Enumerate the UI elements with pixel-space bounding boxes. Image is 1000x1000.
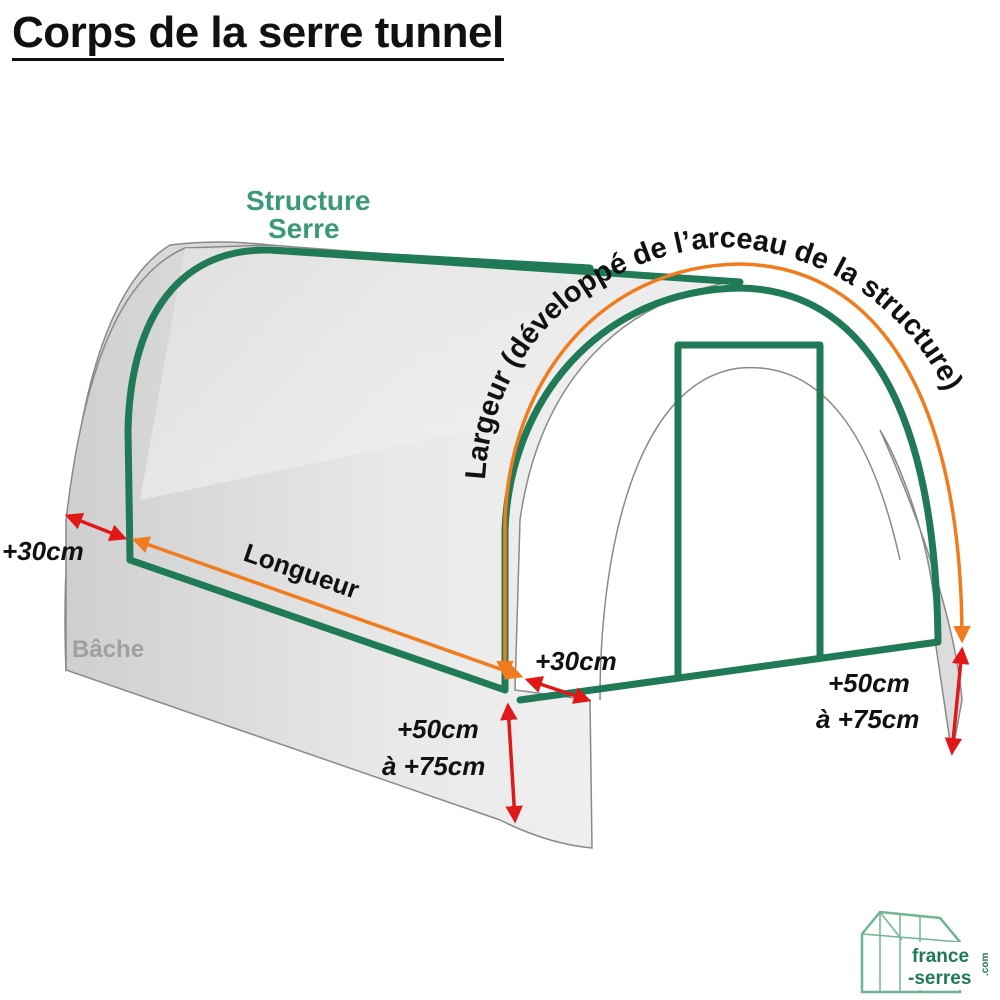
plus30-front-arrow [524,676,592,704]
plus30-left-arrow [64,512,128,542]
front-arch [501,284,942,694]
tarp [64,241,963,849]
plus30-front-label: +30cm [535,646,617,676]
logo-text-bg [906,942,984,990]
bache-label: Bâche [72,636,144,663]
largeur-arrow [496,262,971,679]
tarp-inner-arch [599,366,901,701]
page-title: Corps de la serre tunnel [12,8,504,61]
back-arch [124,246,744,564]
structure-label-line1: Structure [246,185,370,216]
longueur-arrow [131,536,524,680]
logo-text-line1: france [912,946,969,967]
plus30-left-label: +30cm [2,536,84,566]
logo-text-line2: -serres [908,968,971,989]
france-serres-logo: france -serres .com [860,910,991,994]
door-frame [674,341,824,680]
logo-greenhouse-lines [861,911,961,992]
plus50-right-arrow [944,646,970,756]
ridge-line [266,246,594,272]
measurements [64,262,971,824]
plus50-front-label-line2: à +75cm [382,751,485,781]
structure-label-line2: Serre [268,213,340,244]
plus50-front-arrow [500,702,523,824]
plus50-right-label-line2: à +75cm [816,704,919,734]
plus50-front-label-line1: +50cm [397,714,479,744]
plus50-right-label-line1: +50cm [828,668,910,698]
tarp-top [140,248,740,500]
logo-text-suffix: .com [980,953,991,976]
